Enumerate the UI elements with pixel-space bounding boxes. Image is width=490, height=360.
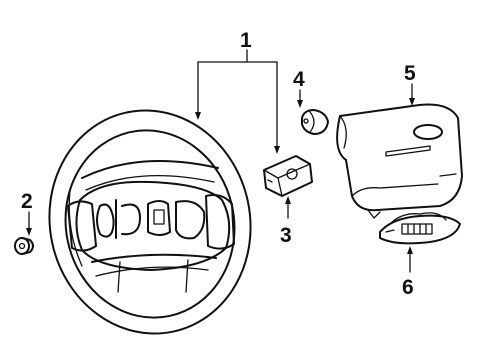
callout-3: 3 [280,224,292,247]
callout-1: 1 [240,29,252,52]
cap-plug-icon [14,237,34,255]
callout-2: 2 [21,190,33,213]
callout-5: 5 [404,62,416,85]
airbag-module-icon [336,103,463,219]
leader-line-2 [26,211,32,236]
leader-line-1 [195,49,280,154]
clip-icon [301,109,329,135]
leader-line-3 [285,196,291,219]
callout-6: 6 [402,276,414,299]
leader-line-4 [297,89,303,108]
switch-bracket-icon [263,155,313,197]
leader-line-6 [407,246,413,273]
callout-4: 4 [293,68,305,91]
button-switch-icon [379,212,461,245]
leader-line-5 [409,83,415,106]
steering-wheel-icon [48,109,252,335]
